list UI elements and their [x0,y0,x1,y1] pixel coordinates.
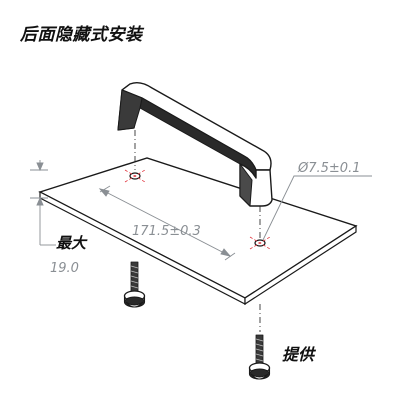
screw-icon [248,334,271,380]
provided-label: 提供 [282,345,317,364]
mounting-plate [38,157,358,306]
max-value: 19.0 [50,261,79,276]
hole-diameter-leader [262,175,372,241]
hole-spacing-label: 171.5±0.3 [132,224,201,239]
hole-spacing-dimension [98,185,236,261]
hole-diameter-label: Ø7.5±0.1 [297,161,360,176]
page-title: 后面隐藏式安装 [20,25,143,45]
thickness-dimension [30,160,56,246]
mounting-hole-right [249,236,271,250]
mounting-hole-left [124,169,146,183]
max-label: 最大 [56,234,88,252]
pull-handle-icon [117,81,273,207]
screw-icon [123,261,146,308]
